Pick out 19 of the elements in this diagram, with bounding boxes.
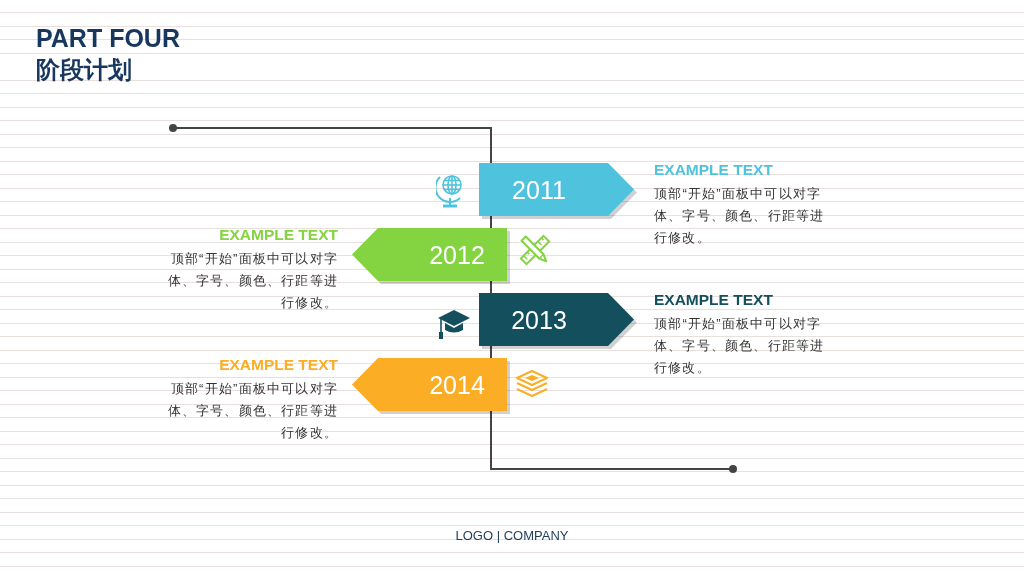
body-text: 顶部“开始”面板中可以对字体、字号、颜色、行距等进行修改。 xyxy=(166,380,338,442)
body-text: 顶部“开始”面板中可以对字体、字号、颜色、行距等进行修改。 xyxy=(654,185,826,247)
slide-subtitle: 阶段计划 xyxy=(36,56,132,84)
year-label: 2013 xyxy=(510,305,568,335)
right-arrow-tag xyxy=(479,163,637,219)
right-arrow-tag xyxy=(479,293,637,349)
body-text: 顶部“开始”面板中可以对字体、字号、颜色、行距等进行修改。 xyxy=(654,315,826,377)
heading: EXAMPLE TEXT xyxy=(219,356,338,374)
heading: EXAMPLE TEXT xyxy=(654,291,773,309)
year-label: 2011 xyxy=(511,175,567,205)
slide-title: PART FOUR xyxy=(36,24,180,52)
left-arrow-tag xyxy=(352,358,510,414)
year-label: 2014 xyxy=(428,370,486,400)
heading: EXAMPLE TEXT xyxy=(654,161,773,179)
year-label: 2012 xyxy=(428,240,486,270)
body-text: 顶部“开始”面板中可以对字体、字号、颜色、行距等进行修改。 xyxy=(166,250,338,312)
footer-text: LOGO | COMPANY xyxy=(455,528,569,543)
heading: EXAMPLE TEXT xyxy=(219,226,338,244)
left-arrow-tag xyxy=(352,228,510,284)
